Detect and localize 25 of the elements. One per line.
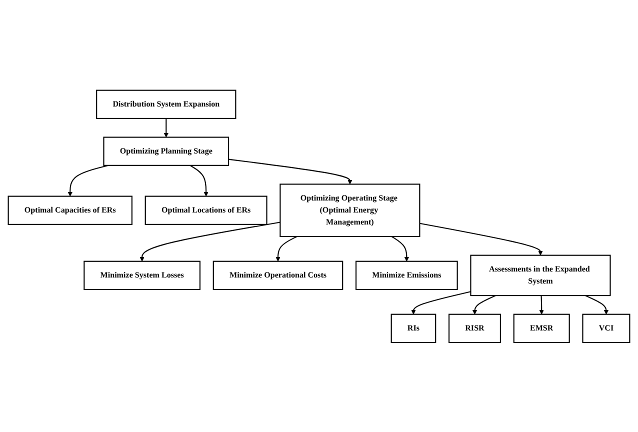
- arrow: [276, 236, 298, 262]
- arrow: [68, 164, 109, 196]
- node-box: Assessments in the Expanded System: [470, 254, 611, 296]
- arrow: [585, 294, 609, 314]
- node-box: Minimize Operational Costs: [212, 260, 344, 290]
- arrow: [472, 294, 496, 314]
- node-box: Optimizing Operating Stage (Optimal Energy Management): [280, 183, 420, 237]
- arrow: [228, 158, 352, 184]
- arrow: [411, 290, 471, 314]
- node-box: VCI: [582, 313, 630, 343]
- arrow: [164, 118, 168, 138]
- node-box: Distribution System Expansion: [96, 89, 236, 119]
- node-box: Minimize Emissions: [355, 260, 458, 290]
- arrow: [391, 236, 410, 262]
- node-box: EMSR: [513, 313, 570, 343]
- node-box: RISR: [448, 313, 501, 343]
- arrow: [190, 164, 208, 196]
- arrow: [420, 222, 543, 256]
- node-box: RIs: [390, 313, 436, 343]
- node-box: Optimal Capacities of ERs: [8, 195, 132, 225]
- node-box: Minimize System Losses: [84, 260, 200, 290]
- arrow: [539, 295, 544, 314]
- arrow: [140, 221, 280, 262]
- node-box: Optimal Locations of ERs: [144, 195, 268, 225]
- node-box: Optimizing Planning Stage: [103, 136, 230, 166]
